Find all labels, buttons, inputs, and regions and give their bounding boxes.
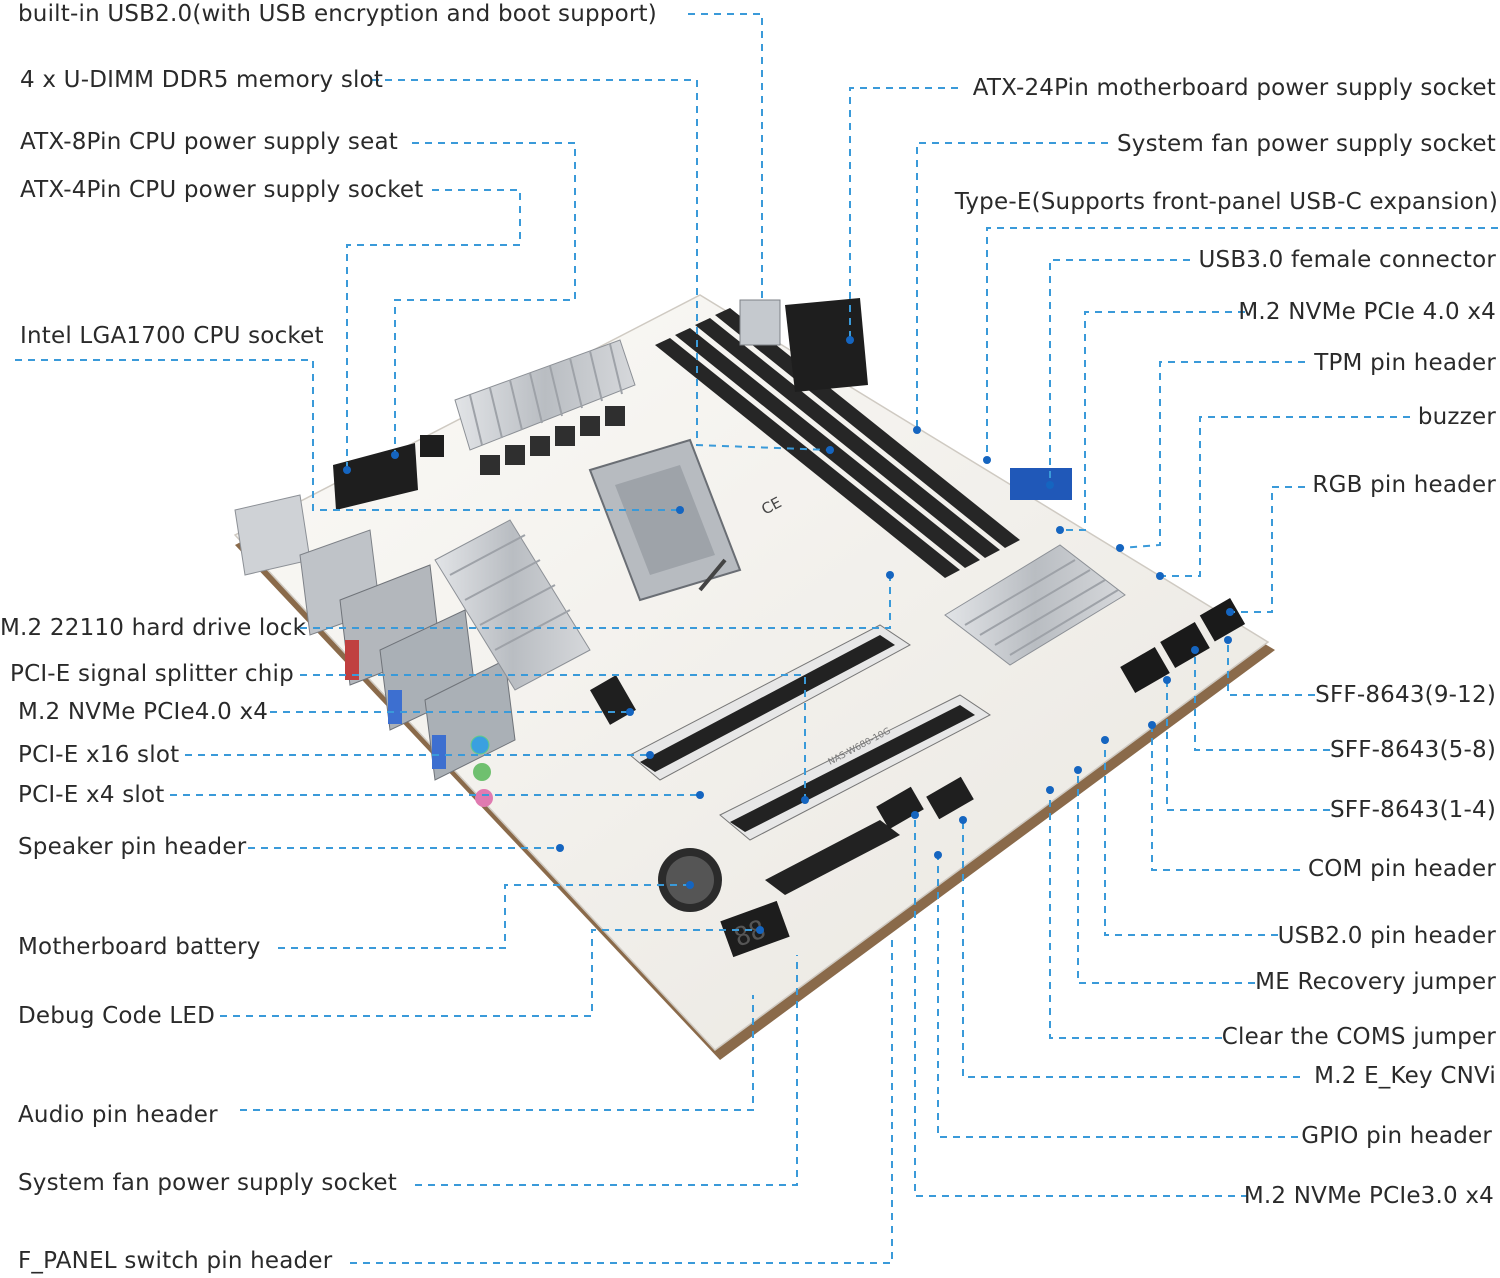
label-m2-pcie4-right: M.2 NVMe PCIe 4.0 x4 xyxy=(1238,299,1496,325)
label-type-e: Type-E(Supports front-panel USB-C expans… xyxy=(954,189,1498,215)
label-sff-5-8: SFF-8643(5-8) xyxy=(1329,737,1496,763)
label-pcie-x4: PCI-E x4 slot xyxy=(18,782,165,808)
leader-lines xyxy=(15,13,1498,1264)
label-cpu-socket: Intel LGA1700 CPU socket xyxy=(20,323,324,349)
label-pcie-splitter: PCI-E signal splitter chip xyxy=(10,661,294,687)
label-m2-pcie3: M.2 NVMe PCIe3.0 x4 xyxy=(1243,1183,1494,1209)
label-gpio: GPIO pin header xyxy=(1301,1123,1492,1149)
rear-io xyxy=(234,494,516,807)
label-pcie-x16: PCI-E x16 slot xyxy=(18,742,180,768)
label-sff-9-12: SFF-8643(9-12) xyxy=(1315,682,1496,708)
vrm-heatsink xyxy=(454,339,636,451)
label-audio-header: Audio pin header xyxy=(18,1102,218,1128)
label-speaker-header: Speaker pin header xyxy=(18,834,247,860)
label-clear-cmos: Clear the COMS jumper xyxy=(1221,1024,1496,1050)
label-m2-ekey: M.2 E_Key CNVi xyxy=(1314,1063,1496,1089)
label-usb2-header: USB2.0 pin header xyxy=(1277,923,1496,949)
label-atx-4pin: ATX-4Pin CPU power supply socket xyxy=(20,177,424,203)
label-m2-lock: M.2 22110 hard drive lock xyxy=(0,615,307,641)
pch-heatsink xyxy=(434,519,591,691)
chipset-heatsink xyxy=(944,544,1126,666)
front-usb-ports xyxy=(739,299,1072,500)
label-atx-8pin: ATX-8Pin CPU power supply seat xyxy=(20,129,398,155)
label-builtin-usb2: built-in USB2.0(with USB encryption and … xyxy=(18,1,657,27)
cpu-power-connectors xyxy=(333,435,444,510)
callout-dots xyxy=(343,336,1234,934)
label-buzzer: buzzer xyxy=(1417,404,1496,430)
sff8643-connectors xyxy=(1120,598,1246,693)
label-battery: Motherboard battery xyxy=(18,934,261,960)
label-sys-fan-left: System fan power supply socket xyxy=(18,1170,397,1196)
label-fpanel: F_PANEL switch pin header xyxy=(18,1248,333,1274)
label-sys-fan-right: System fan power supply socket xyxy=(1117,131,1496,157)
pcie-slots xyxy=(629,624,991,895)
label-atx-24pin: ATX-24Pin motherboard power supply socke… xyxy=(972,75,1496,101)
debug-led: 88 xyxy=(720,900,790,958)
label-usb3-female: USB3.0 female connector xyxy=(1198,247,1496,273)
label-tpm: TPM pin header xyxy=(1314,350,1496,376)
label-m2-pcie4-left: M.2 NVMe PCIe4.0 x4 xyxy=(18,699,269,725)
label-debug-led: Debug Code LED xyxy=(18,1003,215,1029)
cmos-battery xyxy=(658,848,722,912)
label-com: COM pin header xyxy=(1307,856,1496,882)
label-me-recovery: ME Recovery jumper xyxy=(1255,969,1496,995)
label-dimm-slots: 4 x U-DIMM DDR5 memory slot xyxy=(20,67,384,93)
vrm-chokes xyxy=(480,406,625,475)
label-rgb: RGB pin header xyxy=(1312,472,1496,498)
cpu-socket xyxy=(588,438,742,602)
atx-24pin xyxy=(785,298,868,392)
label-sff-1-4: SFF-8643(1-4) xyxy=(1329,797,1496,823)
